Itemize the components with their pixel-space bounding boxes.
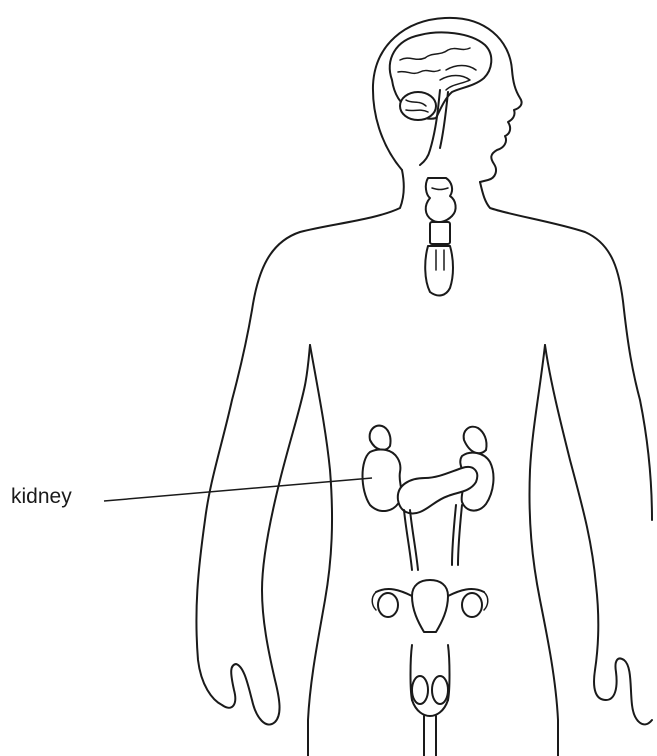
thyroid: [426, 178, 456, 222]
kidney-label: kidney: [11, 486, 72, 507]
adrenal-right: [464, 427, 487, 453]
ureter-right: [452, 505, 456, 565]
thymus: [425, 222, 453, 295]
adrenal-left: [370, 426, 391, 450]
testes: [411, 645, 450, 756]
right-arm-lower: [545, 345, 652, 724]
left-torso-edge: [308, 345, 332, 756]
brain: [390, 32, 492, 165]
body-outline-right: [480, 182, 652, 520]
uterus: [372, 580, 488, 632]
kidney-left: [363, 450, 402, 511]
right-torso-edge: [529, 345, 558, 756]
body-outline: [196, 170, 403, 725]
ureter-right-b: [458, 505, 462, 565]
